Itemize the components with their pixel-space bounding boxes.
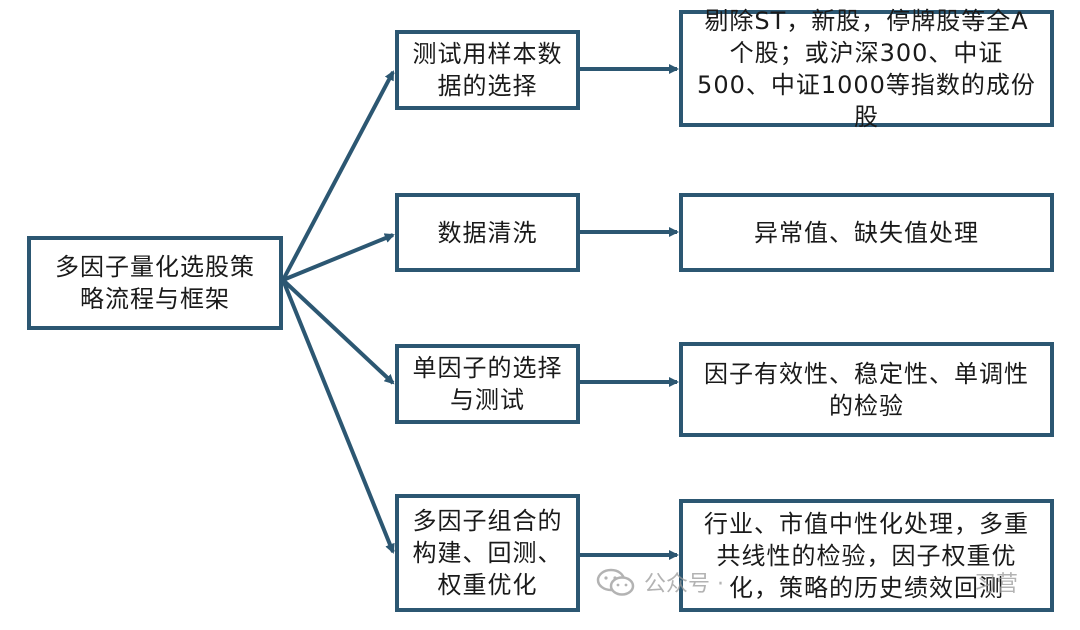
step-node-label: 数据清洗 (437, 218, 538, 247)
detail-node-3: 因子有效性、稳定性、单调性的检验 (679, 342, 1054, 437)
detail-node-4: 行业、市值中性化处理，多重共线性的检验，因子权重优化，策略的历史绩效回测 (679, 499, 1054, 612)
root-node: 多因子量化选股策略流程与框架 (27, 236, 283, 330)
detail-node-text: 异常值、缺失值处理 (754, 218, 979, 247)
root-node-label: 多因子量化选股策略流程与框架 (55, 253, 255, 313)
detail-node-text: 因子有效性、稳定性、单调性的检验 (704, 359, 1029, 420)
detail-node-1: 剔除ST，新股，停牌股等全A个股；或沪深300、中证500、中证1000等指数的… (679, 7, 1054, 131)
step-node-label: 测试用样本数据的选择 (412, 40, 563, 100)
detail-node-text: 剔除ST，新股，停牌股等全A个股；或沪深300、中证500、中证1000等指数的… (697, 6, 1036, 131)
detail-node-text: 行业、市值中性化处理，多重共线性的检验，因子权重优化，策略的历史绩效回测 (704, 509, 1029, 602)
step-node-4: 多因子组合的构建、回测、权重优化 (395, 494, 580, 612)
step-node-1: 测试用样本数据的选择 (395, 30, 580, 110)
step-node-3: 单因子的选择与测试 (395, 344, 580, 424)
arrow-root-to-step-4 (281, 279, 395, 554)
arrow-root-to-step-3 (281, 278, 395, 385)
step-node-label: 单因子的选择与测试 (412, 354, 563, 414)
arrow-root-to-step-2 (282, 233, 395, 282)
step-node-label: 多因子组合的构建、回测、权重优化 (412, 507, 563, 599)
detail-node-2: 异常值、缺失值处理 (679, 193, 1054, 272)
arrow-root-to-step-1 (281, 70, 395, 281)
step-node-2: 数据清洗 (395, 193, 580, 272)
